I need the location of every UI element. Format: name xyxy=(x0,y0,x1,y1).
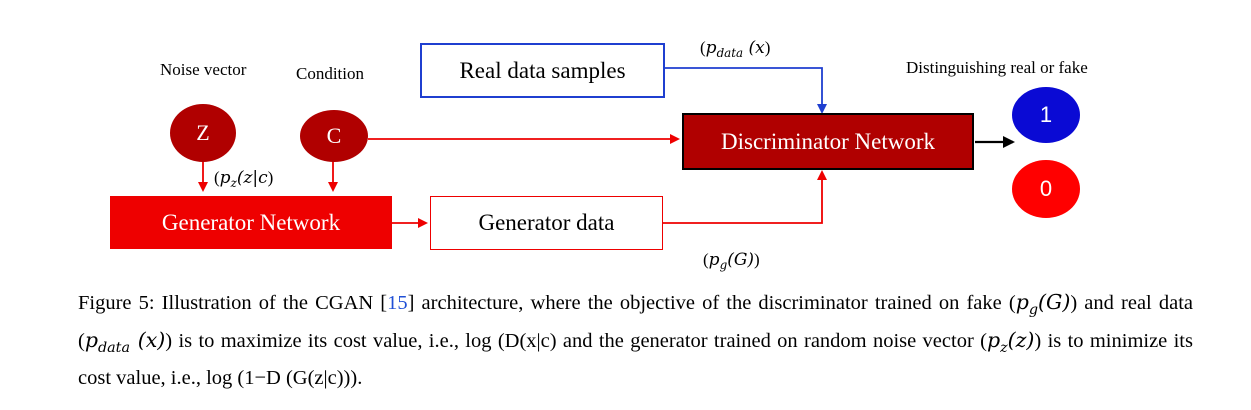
pdata-label: (pdata (x) xyxy=(700,38,771,61)
distinguishing-label: Distinguishing real or fake xyxy=(906,58,1088,77)
discriminator-box: Discriminator Network xyxy=(682,113,974,170)
generator-box: Generator Network xyxy=(110,196,392,249)
caption-pz: pz(z) xyxy=(986,328,1035,357)
output-real-node: 1 xyxy=(1012,87,1080,143)
caption-pg: pg(G) xyxy=(1015,290,1071,319)
generator-data-box: Generator data xyxy=(430,196,663,250)
caption-text-3: ) is to maximize its cost value, i.e., l… xyxy=(165,330,987,353)
arrow-generatordata-to-discriminator xyxy=(663,170,827,224)
generator-data-label: Generator data xyxy=(478,210,615,235)
caption-text-prefix: Figure 5: Illustration of the CGAN [ xyxy=(78,292,388,314)
cgan-diagram: Noise vector Condition Distinguishing re… xyxy=(110,38,1088,273)
caption-reference-link[interactable]: 15 xyxy=(387,292,408,314)
caption-text-2: ) and real data ( xyxy=(78,292,1193,353)
pg-label: (pg(G)) xyxy=(703,250,760,273)
output-fake-label: 0 xyxy=(1039,176,1053,201)
condition-c-node: C xyxy=(300,110,368,162)
pz-label: (pz(z|c) xyxy=(214,168,274,191)
noise-vector-label: Noise vector xyxy=(160,60,247,79)
generator-label: Generator Network xyxy=(161,209,341,235)
caption-pdata: pdata (x) xyxy=(84,328,166,357)
real-data-label: Real data samples xyxy=(459,57,626,83)
output-real-label: 1 xyxy=(1039,102,1053,127)
caption-text-4: ) is to minimize its cost value, i.e., l… xyxy=(78,330,1193,390)
real-data-box: Real data samples xyxy=(420,43,665,98)
output-fake-node: 0 xyxy=(1012,160,1080,218)
arrow-realdata-to-discriminator xyxy=(665,67,827,114)
discriminator-label: Discriminator Network xyxy=(721,128,935,154)
caption-text-1: ] architecture, where the objective of t… xyxy=(407,292,1016,314)
noise-z-node: Z xyxy=(170,104,236,162)
condition-label: Condition xyxy=(296,64,365,83)
condition-c-label: C xyxy=(326,123,342,148)
noise-z-label: Z xyxy=(196,120,210,145)
figure-caption: Figure 5: Illustration of the CGAN [15] … xyxy=(78,287,1193,393)
connector-layer xyxy=(198,67,1015,228)
